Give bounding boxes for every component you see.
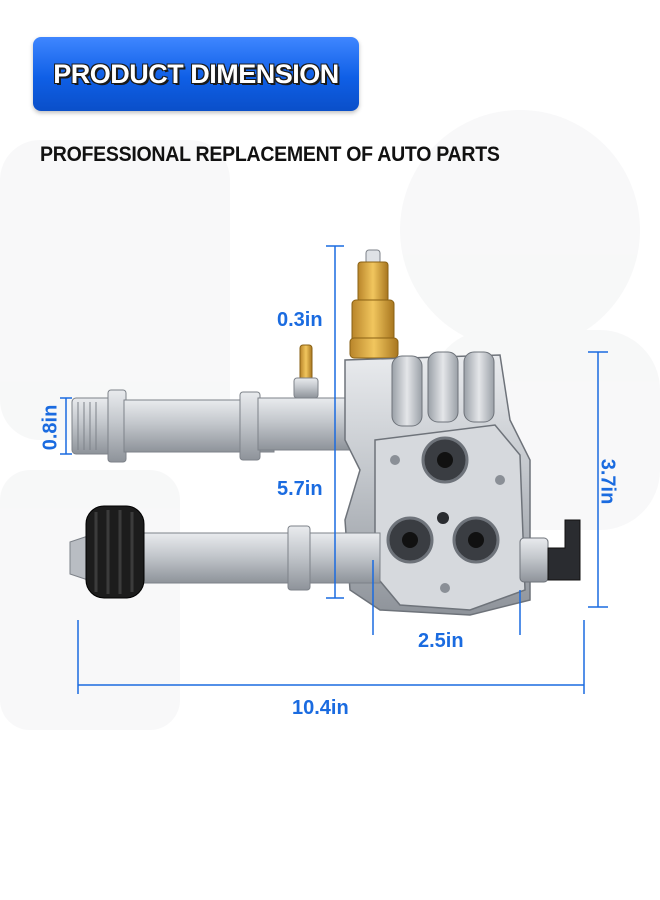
unloader-nozzle <box>349 249 399 359</box>
pump-body <box>344 351 581 616</box>
dimension-label-body: 5.7in <box>277 478 323 500</box>
inlet-pipe <box>69 505 381 599</box>
dimension-label-nozzle: 0.3in <box>277 309 323 331</box>
banner-title: PRODUCT DIMENSION <box>53 58 339 89</box>
outlet-pipe <box>71 389 369 463</box>
dimension-label-total: 10.4in <box>292 697 349 719</box>
dimension-label-inlet: 0.8in <box>39 404 62 451</box>
barb-fitting <box>293 344 319 399</box>
dimension-label-head: 2.5in <box>418 630 464 652</box>
product-dimension-banner: PRODUCT DIMENSION <box>33 37 359 111</box>
subtitle: PROFESSIONAL REPLACEMENT OF AUTO PARTS <box>40 143 500 166</box>
dimension-label-side: 3.7in <box>596 458 619 505</box>
dimension-lines <box>60 245 608 694</box>
